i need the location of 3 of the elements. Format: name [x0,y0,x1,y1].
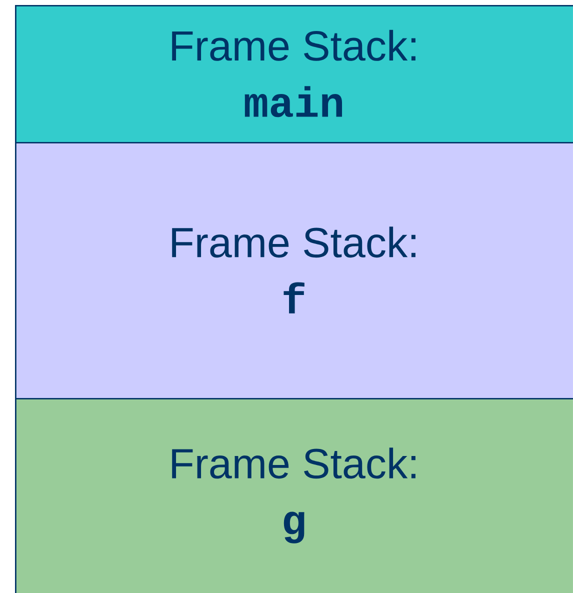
stack-frame-box: Frame Stack: g [15,398,573,593]
stack-frame-box: Frame Stack: f [15,142,573,400]
stack-frame-box: Frame Stack: main [15,5,573,144]
